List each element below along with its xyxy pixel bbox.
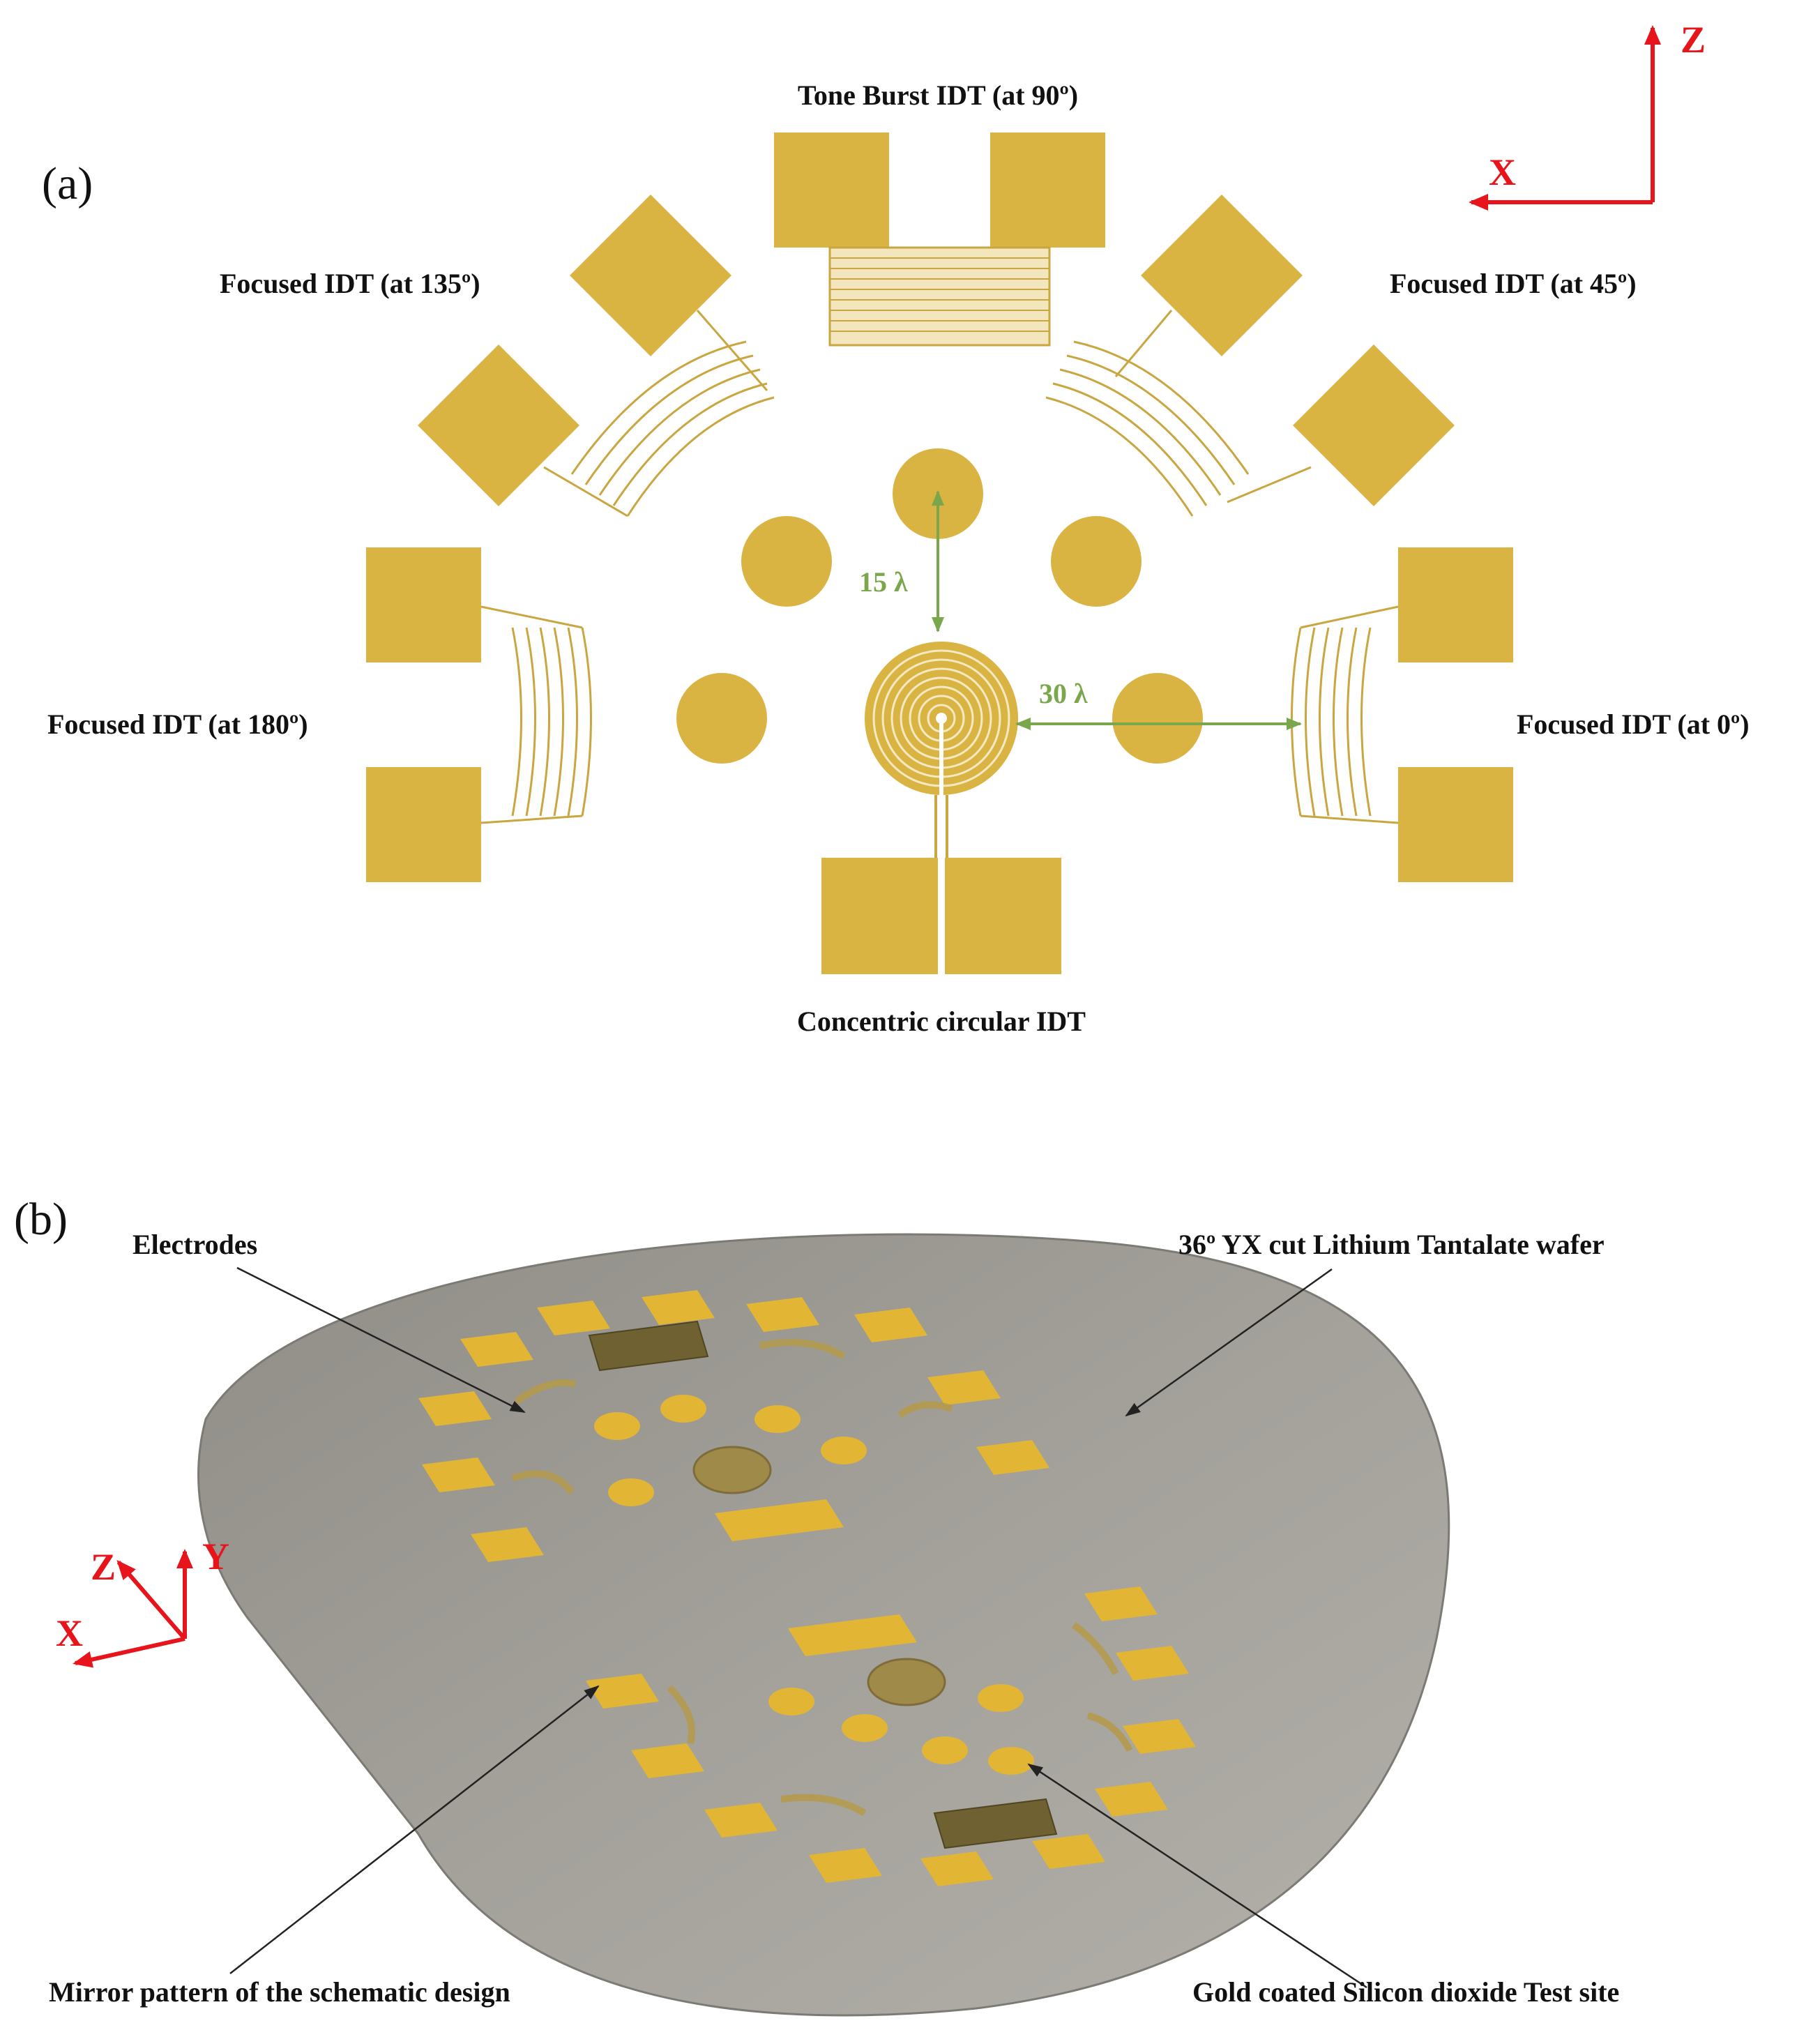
concentric-idt-3d bbox=[692, 1446, 772, 1494]
label-mirror-pattern: Mirror pattern of the schematic design bbox=[49, 1976, 510, 2008]
label-focused-idt-135: Focused IDT (at 135º) bbox=[220, 268, 480, 299]
label-electrodes: Electrodes bbox=[132, 1229, 257, 1260]
label-wafer: 36º YX cut Lithium Tantalate wafer bbox=[1178, 1229, 1605, 1260]
z-axis-label: Z bbox=[91, 1546, 116, 1588]
tone-burst-idt bbox=[774, 132, 1105, 347]
focused-idt-0 bbox=[1291, 547, 1513, 882]
focused-idt-45 bbox=[1045, 195, 1455, 517]
panel-b: (b) bbox=[14, 1194, 1619, 2017]
test-site bbox=[741, 516, 832, 607]
z-axis-label: Z bbox=[1681, 19, 1706, 61]
panel-a: (a) Z X bbox=[42, 19, 1750, 1037]
bond-pad bbox=[945, 858, 1061, 974]
bond-pad bbox=[1398, 547, 1513, 662]
interdigital-fingers bbox=[828, 246, 1051, 347]
bond-pad bbox=[774, 132, 889, 248]
dimension-label: 15 λ bbox=[859, 566, 908, 598]
focused-idt-135 bbox=[418, 195, 775, 517]
axes-b: Y Z X bbox=[56, 1536, 229, 1668]
dimension-label: 30 λ bbox=[1039, 678, 1088, 709]
x-axis-label: X bbox=[1489, 151, 1516, 193]
y-axis-label: Y bbox=[202, 1536, 229, 1577]
dimension-15-lambda: 15 λ bbox=[859, 490, 944, 633]
label-focused-idt-0: Focused IDT (at 0º) bbox=[1517, 709, 1750, 740]
label-focused-idt-45: Focused IDT (at 45º) bbox=[1390, 268, 1637, 299]
label-focused-idt-180: Focused IDT (at 180º) bbox=[47, 709, 308, 740]
focused-idt-180 bbox=[366, 547, 592, 882]
bond-pad bbox=[1141, 195, 1303, 356]
bond-pad bbox=[418, 344, 579, 506]
x-axis-label: X bbox=[56, 1612, 83, 1654]
test-site bbox=[1051, 516, 1142, 607]
label-tone-burst-idt: Tone Burst IDT (at 90º) bbox=[798, 79, 1078, 111]
test-site bbox=[1112, 673, 1203, 764]
bond-pad bbox=[366, 767, 481, 882]
bond-pad bbox=[1398, 767, 1513, 882]
axes-a: Z X bbox=[1469, 19, 1706, 211]
z-axis-arrow bbox=[116, 1559, 187, 1640]
bond-pad bbox=[821, 858, 938, 974]
test-site bbox=[676, 673, 767, 764]
annotation-leaders bbox=[229, 1266, 1367, 1989]
label-test-site: Gold coated Silicon dioxide Test site bbox=[1192, 1976, 1619, 2008]
upper-pattern bbox=[418, 1290, 1049, 1562]
concentric-idt-3d bbox=[867, 1658, 946, 1706]
concentric-circular-idt bbox=[821, 642, 1061, 974]
label-concentric-circular-idt: Concentric circular IDT bbox=[797, 1006, 1086, 1037]
bond-pad bbox=[570, 195, 731, 356]
panel-b-label: (b) bbox=[14, 1194, 68, 1245]
electrodes-leader bbox=[236, 1266, 526, 1414]
test-site-leader bbox=[1027, 1763, 1367, 1989]
mirror-leader bbox=[229, 1685, 600, 1974]
bond-pad bbox=[1293, 344, 1455, 506]
dimension-30-lambda: 30 λ bbox=[1015, 678, 1302, 730]
bond-pad bbox=[990, 132, 1105, 248]
wafer-leader bbox=[1125, 1268, 1333, 1417]
panel-a-label: (a) bbox=[42, 158, 93, 209]
bond-pad bbox=[366, 547, 481, 662]
lower-mirror-pattern bbox=[586, 1586, 1196, 1886]
x-axis-arrow bbox=[73, 1637, 185, 1668]
